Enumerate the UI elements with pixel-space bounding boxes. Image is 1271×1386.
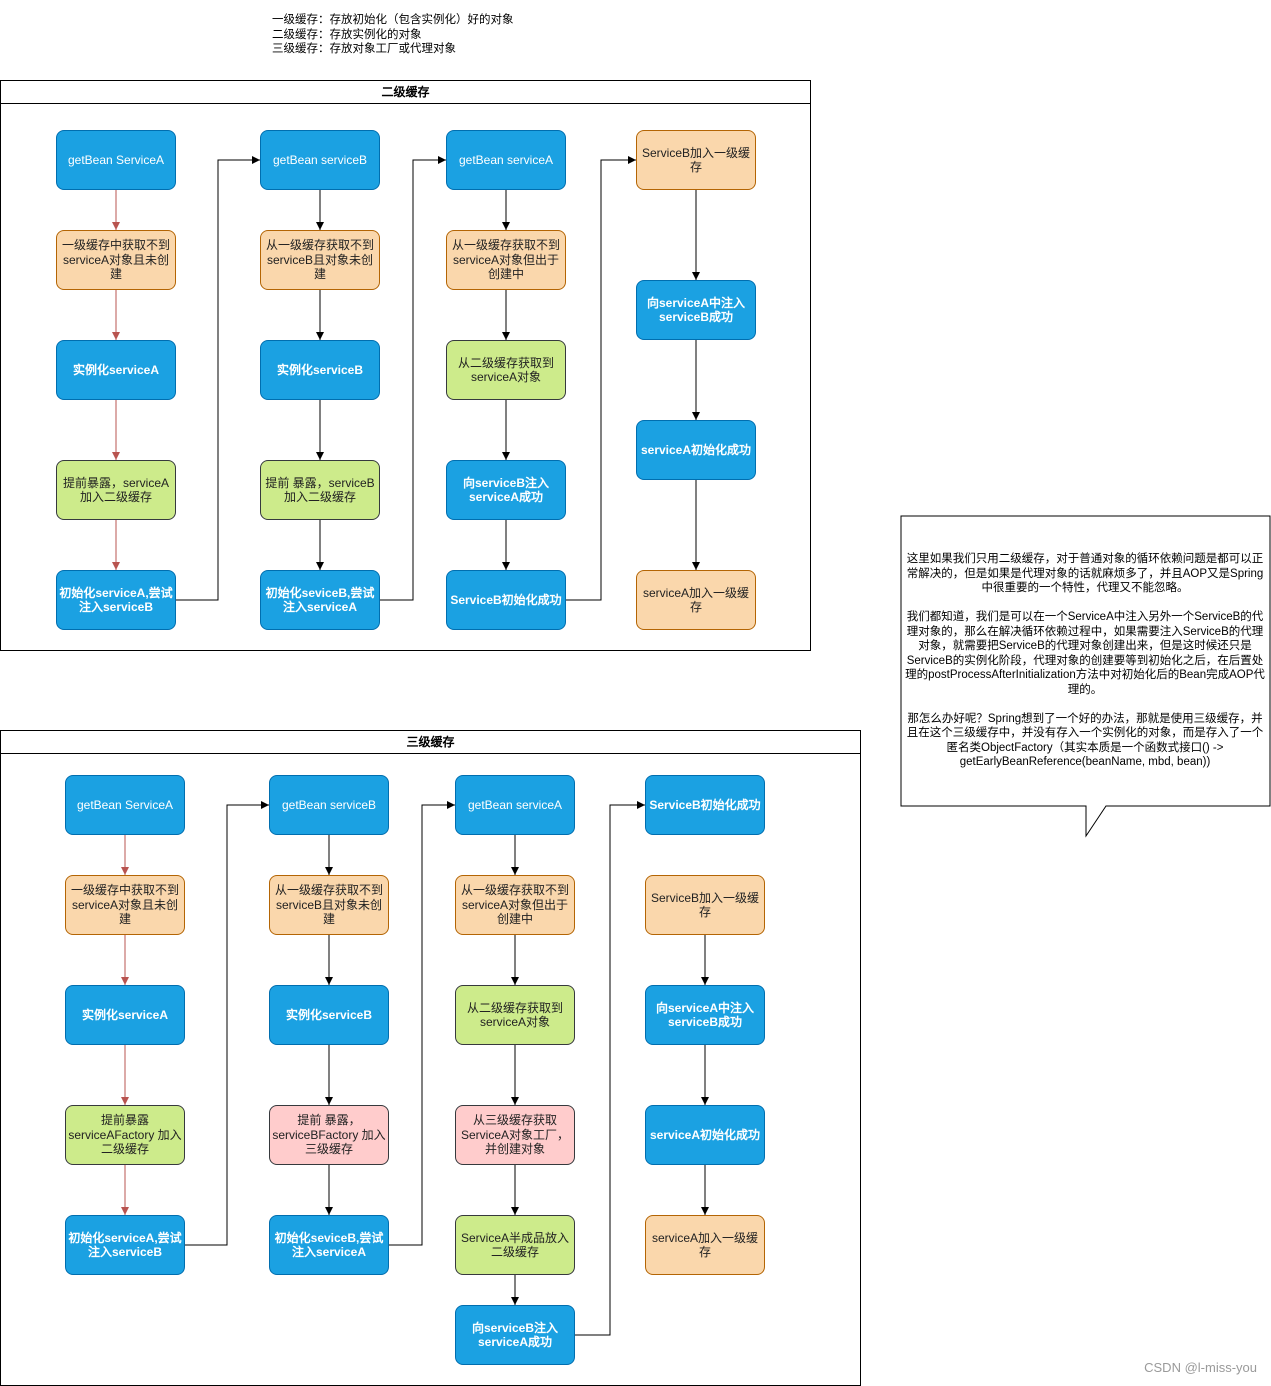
t-c3-inject-success: 向serviceB注入serviceA成功	[455, 1305, 575, 1365]
legend-line-1: 一级缓存：存放初始化（包含实例化）好的对象	[272, 14, 514, 26]
t-c3-getbean-servicea: getBean serviceA	[455, 775, 575, 835]
watermark: CSDN @l-miss-you	[1144, 1360, 1257, 1375]
note-paragraph-2: 我们都知道，我们是可以在一个ServiceA中注入另外一个ServiceB的代理…	[905, 611, 1265, 696]
legend: 一级缓存：存放初始化（包含实例化）好的对象 二级缓存：存放实例化的对象 三级缓存…	[272, 13, 514, 57]
edge-s-c2-c3	[380, 156, 446, 601]
s-c4-serviceb-to-level1: ServiceB加入一级缓存	[636, 130, 756, 190]
t-c3-half-product-to-level2: ServiceA半成品放入二级缓存	[455, 1215, 575, 1275]
s-c3-level1-creating: 从一级缓存获取不到serviceA对象但出于创建中	[446, 230, 566, 290]
edge-s-c1-c2	[176, 156, 260, 601]
t-c1-init-inject: 初始化serviceA,尝试注入serviceB	[65, 1215, 185, 1275]
s-c2-early-expose: 提前 暴露，serviceB加入二级缓存	[260, 460, 380, 520]
edge-t-c1-c2	[185, 801, 269, 1246]
s-c1-getbean-servicea: getBean ServiceA	[56, 130, 176, 190]
t-c1-level1-miss: 一级缓存中获取不到serviceA对象且未创建	[65, 875, 185, 935]
s-c2-instantiate: 实例化serviceB	[260, 340, 380, 400]
s-c2-init-inject: 初始化seviceB,尝试注入serviceA	[260, 570, 380, 630]
t-c4-serviceb-to-level1: ServiceB加入一级缓存	[645, 875, 765, 935]
s-c1-instantiate: 实例化serviceA	[56, 340, 176, 400]
edge-t-c3-c4	[575, 801, 645, 1336]
note-paragraph-3: 那怎么办好呢？Spring想到了一个好的办法，那就是使用三级缓存，并且在这个三级…	[906, 712, 1264, 769]
s-c3-getbean-servicea: getBean serviceA	[446, 130, 566, 190]
third-cache-frame: 三级缓存	[0, 730, 861, 1386]
t-c2-getbean-serviceb: getBean serviceB	[269, 775, 389, 835]
s-c4-inject-serviceb: 向serviceA中注入serviceB成功	[636, 280, 756, 340]
third-cache-title: 三级缓存	[1, 731, 860, 754]
t-c1-early-expose-factory: 提前暴露 serviceAFactory 加入二级缓存	[65, 1105, 185, 1165]
s-c3-inject-success: 向serviceB注入serviceA成功	[446, 460, 566, 520]
t-c4-servicea-to-level1: serviceA加入一级缓存	[645, 1215, 765, 1275]
t-c2-early-expose-factory: 提前 暴露，serviceBFactory 加入三级缓存	[269, 1105, 389, 1165]
s-c3-level2-hit: 从二级缓存获取到serviceA对象	[446, 340, 566, 400]
s-c1-early-expose: 提前暴露，serviceA加入二级缓存	[56, 460, 176, 520]
t-c4-inject-serviceb: 向serviceA中注入serviceB成功	[645, 985, 765, 1045]
s-c4-servicea-to-level1: serviceA加入一级缓存	[636, 570, 756, 630]
s-c3-serviceb-init-done: ServiceB初始化成功	[446, 570, 566, 630]
s-c1-level1-miss: 一级缓存中获取不到serviceA对象且未创建	[56, 230, 176, 290]
s-c1-init-inject: 初始化serviceA,尝试注入serviceB	[56, 570, 176, 630]
legend-line-3: 三级缓存：存放对象工厂或代理对象	[272, 43, 456, 55]
t-c2-level1-miss: 从一级缓存获取不到serviceB且对象未创建	[269, 875, 389, 935]
legend-line-2: 二级缓存：存放实例化的对象	[272, 28, 422, 41]
t-c2-instantiate: 实例化serviceB	[269, 985, 389, 1045]
callout-shape	[900, 515, 1271, 838]
t-c2-init-inject: 初始化seviceB,尝试注入serviceA	[269, 1215, 389, 1275]
edge-t-c2-c3	[389, 801, 455, 1246]
edge-s-c3-c4	[566, 156, 636, 601]
s-c2-level1-miss: 从一级缓存获取不到serviceB且对象未创建	[260, 230, 380, 290]
t-c3-level3-factory: 从三级缓存获取ServiceA对象工厂，并创建对象	[455, 1105, 575, 1165]
t-c1-instantiate: 实例化serviceA	[65, 985, 185, 1045]
t-c4-servicea-init-done: serviceA初始化成功	[645, 1105, 765, 1165]
t-c4-serviceb-init-done: ServiceB初始化成功	[645, 775, 765, 835]
t-c3-level2-hit: 从二级缓存获取到serviceA对象	[455, 985, 575, 1045]
s-c4-servicea-init-done: serviceA初始化成功	[636, 420, 756, 480]
callout-note: 这里如果我们只用二级缓存，对于普通对象的循环依赖问题是都可以正常解决的，但是如果…	[902, 552, 1268, 784]
s-c2-getbean-serviceb: getBean serviceB	[260, 130, 380, 190]
t-c3-level1-creating: 从一级缓存获取不到serviceA对象但出于创建中	[455, 875, 575, 935]
t-c1-getbean-servicea: getBean ServiceA	[65, 775, 185, 835]
second-cache-title: 二级缓存	[1, 81, 810, 104]
note-paragraph-1: 这里如果我们只用二级缓存，对于普通对象的循环依赖问题是都可以正常解决的，但是如果…	[906, 553, 1264, 594]
